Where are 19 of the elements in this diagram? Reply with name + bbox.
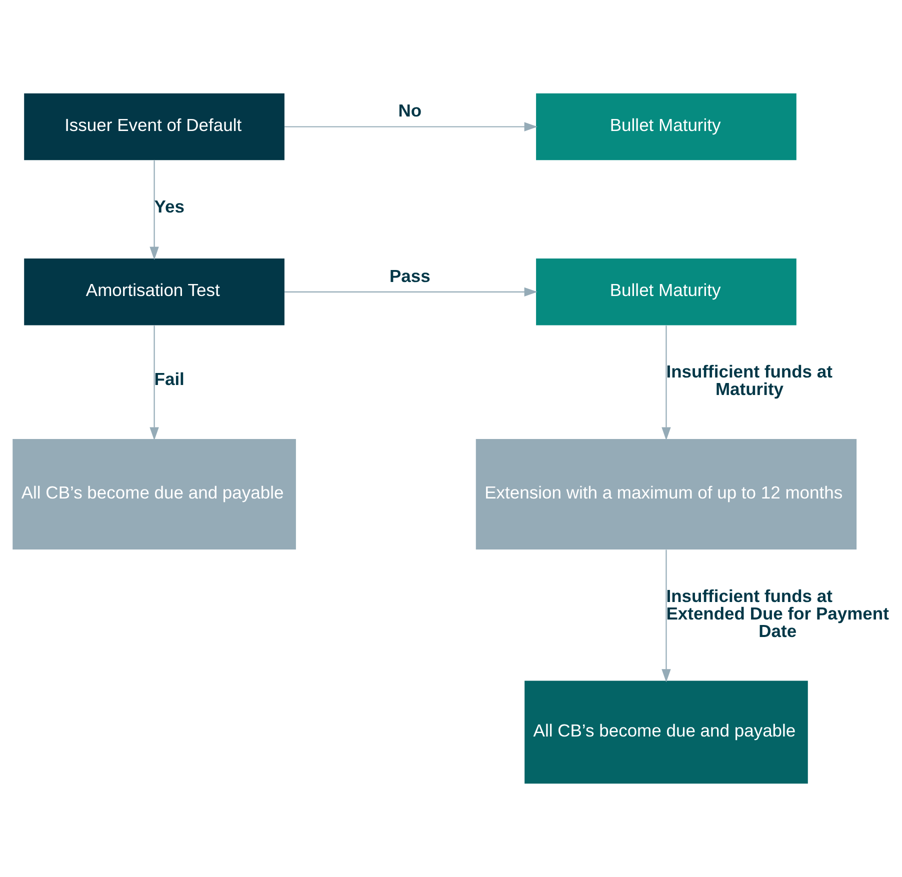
node-box: Issuer Event of Default [24,93,284,160]
arrow [150,326,159,440]
node-box: All CB’s become due and payable [12,439,296,550]
edge-label: Insufficient funds at Extended Due for Payment Date [666,586,889,641]
node-box: Amortisation Test [24,258,284,326]
node-box: Bullet Maturity [536,93,796,160]
arrow [284,287,538,297]
arrow [662,326,671,440]
arrow [150,160,159,260]
node-box: Bullet Maturity [536,258,796,326]
node-box: All CB’s become due and payable [524,680,808,784]
edge-label: Yes [154,196,184,216]
node-box: Extension with a maximum of up to 12 months [476,439,857,550]
edge-label: Insufficient funds at Maturity [666,362,832,400]
edge-label: No [398,100,422,121]
arrow [662,550,671,682]
edge-label: Pass [389,266,430,286]
arrow [284,122,538,132]
edge-label: Fail [154,369,184,390]
